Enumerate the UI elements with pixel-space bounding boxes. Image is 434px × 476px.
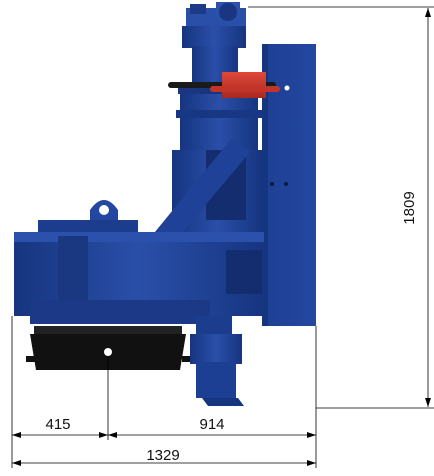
left-offset-label: 415 <box>45 416 70 433</box>
total-width-label: 1329 <box>146 447 179 464</box>
red-clamp <box>168 72 280 98</box>
black-base <box>26 326 192 370</box>
pile-driver-illustration <box>14 2 316 406</box>
lower-auger <box>190 316 244 406</box>
dimension-lines <box>11 6 434 468</box>
dimension-arrows <box>12 8 431 466</box>
height-dimension-label: 1809 <box>401 191 418 224</box>
right-offset-label: 914 <box>199 416 224 433</box>
